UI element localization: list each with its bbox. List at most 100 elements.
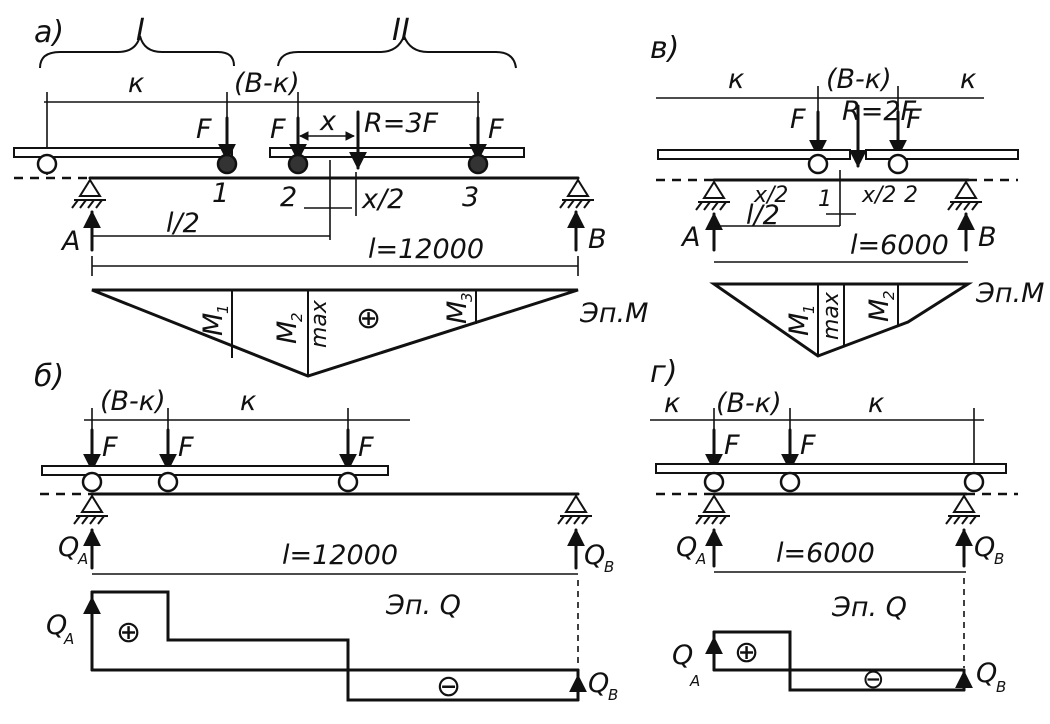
g-support-a: [702, 494, 726, 513]
resultant-label: R=3F: [364, 108, 439, 139]
svg-text:2: 2: [880, 290, 898, 300]
wheel-2-label: 2: [280, 182, 297, 213]
svg-text:max: max: [819, 291, 844, 340]
g-qa-label: Q: [676, 532, 697, 563]
v-dim-k-left: к: [728, 64, 745, 95]
span-label: l=12000: [368, 234, 484, 265]
v-half-span-label: l/2: [746, 200, 780, 231]
b-support-a: [80, 494, 104, 513]
moment-sign: ⊕: [356, 301, 381, 336]
support-b-label: B: [588, 224, 607, 255]
v-dim-bk: (В-к): [826, 64, 892, 95]
wheel-1-label: 1: [212, 178, 229, 209]
g-span-label: l=6000: [776, 538, 875, 569]
support-a-hatch: [71, 199, 106, 209]
svg-text:max: max: [307, 299, 332, 348]
svg-text:M: M: [784, 313, 815, 336]
m2-text: M 2: [272, 312, 306, 344]
b-sign-minus: ⊖: [436, 669, 461, 704]
b-support-b-hatch: [557, 515, 592, 525]
g-dim-k-right: к: [868, 388, 885, 419]
g-qb-diagram-sub: B: [996, 678, 1006, 696]
g-qa-sub: A: [695, 550, 706, 568]
wheel-3-label: 3: [462, 182, 479, 213]
g-sign-minus: ⊖: [862, 664, 885, 695]
v-resultant-label: R=2F: [842, 96, 917, 127]
panel-g-label: г): [650, 355, 677, 390]
v-force-label-1: F: [790, 104, 806, 135]
v-moment-diagram-label: Эп.М: [975, 278, 1044, 309]
b-force-label-3: F: [358, 432, 374, 463]
panel-v: в) к (В-к) к F R=2F F A B x/2 1 x/2 2: [650, 31, 1044, 358]
svg-text:1: 1: [800, 304, 818, 314]
g-qa-diagram-label: Q: [672, 640, 693, 671]
panel-b-label: б): [34, 359, 64, 394]
m2-max-text: max: [307, 299, 332, 348]
half-span-label: l/2: [166, 208, 200, 239]
b-force-label-1: F: [102, 432, 118, 463]
g-dim-bk: (В-к): [716, 388, 782, 419]
b-shear-diagram: [90, 590, 580, 702]
svg-text:1: 1: [214, 304, 232, 314]
moment-diagram-label: Эп.М: [579, 298, 648, 329]
b-wheel-2: [157, 471, 179, 493]
m3-text: M 3: [442, 292, 476, 324]
b-wheel-1: [81, 471, 103, 493]
panel-v-label: в): [650, 31, 679, 66]
g-force-label-2: F: [800, 430, 816, 461]
wheel-2: [287, 153, 309, 175]
v-crane-rail-2: [865, 149, 1019, 160]
wheel-1: [216, 153, 238, 175]
b-qb-diagram-sub: B: [608, 686, 618, 704]
brace-group-ii: [277, 33, 517, 69]
v-wheel-1: [807, 153, 829, 175]
dim-bk-label: (В-к): [234, 68, 300, 99]
g-wheel-2: [779, 471, 801, 493]
g-qb-label: Q: [974, 532, 995, 563]
g-shear-diagram-label: Эп. Q: [831, 592, 907, 623]
support-b-hatch: [559, 199, 594, 209]
v-dim-k-right: к: [960, 64, 977, 95]
force-label-2: F: [270, 114, 286, 145]
force-label-1: F: [196, 114, 212, 145]
v-max-text: max: [819, 291, 844, 340]
g-qa-diagram-sub: A: [689, 672, 700, 690]
v-m2-text: M 2: [864, 290, 898, 322]
v-wheel-2: [887, 153, 909, 175]
b-qa-diagram-sub: A: [63, 630, 74, 648]
v-span-label: l=6000: [850, 230, 949, 261]
b-qb-label: Q: [584, 540, 605, 571]
v-support-a: [702, 180, 726, 199]
group-i-label: I: [136, 13, 145, 48]
v-support-b: [954, 180, 978, 199]
g-wheel-3: [963, 471, 985, 493]
force-label-3: F: [488, 114, 504, 145]
g-dim-k-left: к: [664, 388, 681, 419]
svg-text:M: M: [442, 301, 473, 324]
b-dim-bk-label: (В-к): [100, 386, 166, 417]
svg-text:M: M: [198, 313, 229, 336]
g-qb-sub: B: [994, 550, 1004, 568]
crane-ii-rail: [269, 147, 525, 158]
panel-b: б) (В-к) к F F F Q A Q B l=12000: [34, 359, 618, 704]
wheel-3: [467, 153, 489, 175]
svg-text:M: M: [864, 299, 895, 322]
b-support-a-hatch: [73, 515, 108, 525]
b-qa-label: Q: [58, 532, 79, 563]
v-wheel-2-label: 2: [904, 183, 918, 208]
v-crane-rail-1: [657, 149, 851, 160]
dim-k-label: к: [128, 68, 145, 99]
wheel-left-end: [36, 153, 58, 175]
m1-text: M 1: [198, 304, 232, 336]
panel-a-label: а): [34, 15, 64, 50]
support-b: [566, 178, 590, 197]
b-force-label-2: F: [178, 432, 194, 463]
v-force-label-2: F: [906, 104, 922, 135]
moment-diagram: [91, 288, 579, 378]
v-m1-text: M 1: [784, 304, 818, 336]
g-wheel-1: [703, 471, 725, 493]
v-wheel-1-label: 1: [818, 187, 832, 212]
half-x-label: x/2: [361, 184, 404, 215]
v-support-a-label: A: [680, 222, 700, 253]
